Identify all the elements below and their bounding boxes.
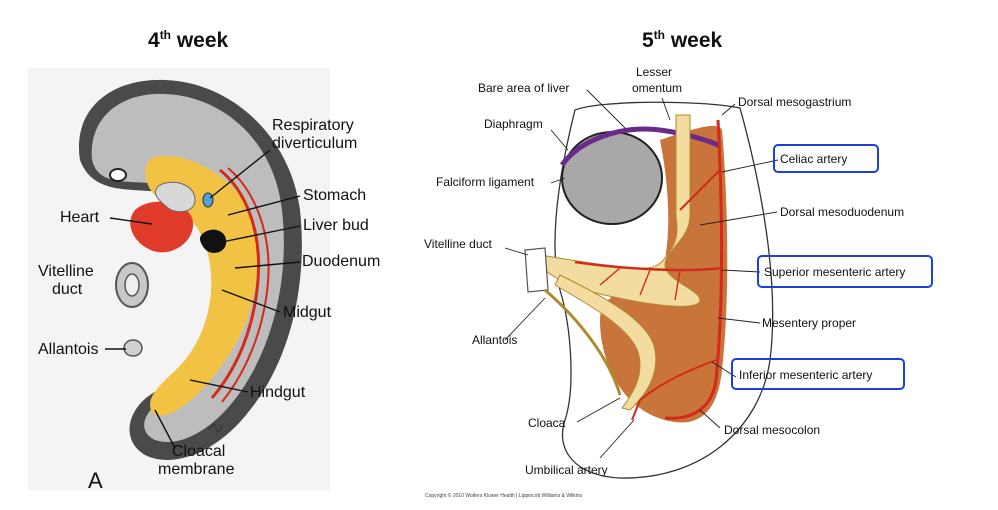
highlight-box-inferior-mesenteric bbox=[731, 358, 905, 390]
leader-vitelline bbox=[504, 247, 529, 256]
allantois-stalk bbox=[123, 339, 143, 357]
label-vitelline-line1: Vitelline bbox=[38, 263, 94, 280]
liver-shape bbox=[561, 131, 663, 225]
leader-liver-bud bbox=[221, 225, 301, 243]
leader-cloacal-membrane bbox=[154, 409, 176, 449]
leader-dorsal-mesogastrium bbox=[721, 103, 736, 116]
label-allantois-right: Allantois bbox=[472, 333, 517, 347]
label-stomach: Stomach bbox=[303, 187, 366, 204]
left-leader-lines bbox=[105, 149, 301, 449]
dorsal-aorta-line-2 bbox=[221, 167, 270, 403]
label-diaphragm: Diaphragm bbox=[484, 117, 543, 131]
embryo-5th-week-illustration bbox=[524, 101, 774, 479]
leader-cloaca bbox=[576, 397, 621, 423]
label-heart: Heart bbox=[60, 209, 100, 226]
label-superior-mesenteric-artery: Superior mesenteric artery bbox=[764, 265, 905, 279]
embryo-middle-layer bbox=[91, 93, 284, 443]
label-vitelline-duct: Vitelline duct bbox=[424, 237, 492, 251]
label-hindgut: Hindgut bbox=[250, 384, 306, 401]
label-bare-area-of-liver: Bare area of liver bbox=[478, 81, 569, 95]
leader-celiac bbox=[721, 159, 779, 173]
umbilical-artery-line bbox=[631, 399, 641, 421]
right-panel-title: 5th week bbox=[642, 28, 723, 52]
label-cloacal-line2: membrane bbox=[158, 461, 235, 478]
leader-diaphragm bbox=[550, 129, 569, 151]
label-dorsal-mesocolon: Dorsal mesocolon bbox=[724, 423, 820, 437]
label-mesentery-proper: Mesentery proper bbox=[762, 316, 856, 330]
highlight-box-superior-mesenteric bbox=[757, 255, 933, 288]
copyright-note: Copyright © 2010 Wolters Kluwer Health |… bbox=[425, 492, 583, 499]
allantois-line bbox=[544, 288, 622, 396]
leader-falciform bbox=[550, 177, 566, 184]
label-midgut: Midgut bbox=[283, 304, 332, 321]
leader-duodenum bbox=[234, 261, 301, 269]
leader-lesser-omentum bbox=[661, 97, 671, 121]
label-dorsal-mesogastrium: Dorsal mesogastrium bbox=[738, 95, 851, 109]
label-umbilical-artery: Umbilical artery bbox=[525, 463, 608, 477]
panel-letter-a: A bbox=[88, 468, 103, 493]
label-vitelline-line2: duct bbox=[52, 281, 83, 298]
heart-shape bbox=[130, 201, 194, 253]
label-respiratory-line2: diverticulum bbox=[272, 135, 357, 152]
leader-mesentery-proper bbox=[717, 317, 761, 324]
label-cloacal-line1: Cloacal bbox=[172, 443, 225, 460]
leader-hindgut bbox=[189, 379, 249, 393]
leader-stomach bbox=[227, 195, 301, 216]
label-lesser-omentum-line1: Lesser bbox=[636, 65, 672, 79]
aorta-line bbox=[664, 119, 723, 420]
liver-bud-shape bbox=[200, 229, 227, 253]
vitelline-duct-lumen bbox=[124, 273, 140, 297]
highlight-box-celiac bbox=[773, 144, 879, 173]
gut-tube bbox=[145, 155, 259, 416]
inferior-mesenteric-artery-line bbox=[639, 359, 717, 401]
label-liver-bud: Liver bud bbox=[303, 217, 369, 234]
left-panel-title: 4th week bbox=[148, 28, 229, 52]
leader-umbilical bbox=[599, 419, 635, 459]
embryo-eye bbox=[109, 168, 127, 182]
label-falciform-ligament: Falciform ligament bbox=[436, 175, 535, 189]
mesenteric-branches bbox=[599, 267, 681, 301]
right-leader-lines bbox=[504, 89, 779, 459]
leader-bare-area bbox=[586, 89, 626, 129]
label-respiratory-line1: Respiratory bbox=[272, 117, 354, 134]
label-inferior-mesenteric-artery: Inferior mesenteric artery bbox=[739, 368, 872, 382]
label-lesser-omentum-line2: omentum bbox=[632, 81, 682, 95]
leader-heart bbox=[109, 217, 153, 225]
pericardial-cavity bbox=[155, 181, 196, 213]
respiratory-diverticulum-shape bbox=[202, 192, 214, 208]
artist-signature-mark bbox=[207, 423, 224, 433]
celiac-artery-line bbox=[679, 169, 721, 211]
label-allantois: Allantois bbox=[38, 341, 98, 358]
superior-mesenteric-artery-line bbox=[574, 260, 723, 272]
label-dorsal-mesoduodenum: Dorsal mesoduodenum bbox=[780, 205, 904, 219]
diaphragm-band bbox=[559, 126, 722, 167]
dorsal-aorta-line bbox=[210, 168, 261, 399]
label-celiac-artery: Celiac artery bbox=[780, 152, 847, 166]
leader-allantois-right bbox=[504, 297, 546, 341]
leader-dorsal-mesocolon bbox=[699, 409, 721, 429]
leader-dorsal-mesoduodenum bbox=[699, 211, 778, 226]
embryo-4th-week-illustration bbox=[28, 68, 330, 490]
leader-midgut bbox=[221, 289, 281, 313]
vitelline-duct-tube bbox=[524, 247, 549, 293]
leader-superior-mesenteric bbox=[721, 269, 761, 273]
gut-loop-lower bbox=[554, 274, 657, 411]
label-cloaca: Cloaca bbox=[528, 416, 566, 430]
leader-respiratory bbox=[209, 149, 271, 199]
label-duodenum: Duodenum bbox=[302, 253, 380, 270]
